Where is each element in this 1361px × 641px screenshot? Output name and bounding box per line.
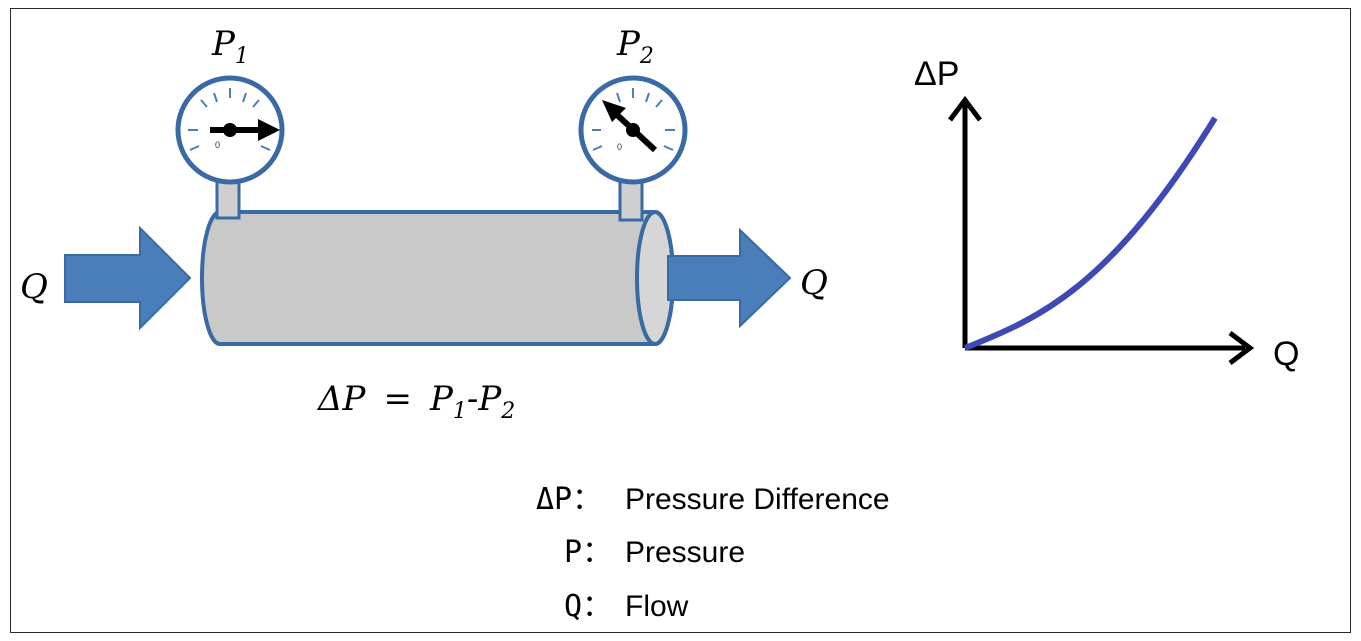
figure-frame	[10, 8, 1351, 633]
inlet-flow-label: Q	[20, 267, 48, 307]
pressure-difference-formula: ΔP=P1-P2	[316, 379, 515, 424]
gauge-p2-label: P2	[616, 24, 654, 69]
pressure-gauge-p2: 0	[578, 75, 688, 222]
pipe	[200, 210, 675, 346]
gauge-p1-label: P1	[211, 24, 249, 69]
pressure-gauge-p1: 0	[175, 75, 285, 220]
legend: ΔP： Pressure Difference P： Pressure Q： F…	[536, 482, 890, 624]
x-axis-label: Q	[1273, 335, 1299, 373]
svg-text:0: 0	[215, 140, 220, 150]
legend-text-flow: Flow	[625, 590, 689, 623]
pressure-flow-graph: ΔP Q	[914, 55, 1299, 373]
pressure-flow-curve	[963, 116, 1218, 351]
legend-symbol-delta-p: ΔP：	[536, 482, 602, 517]
legend-symbol-q: Q：	[564, 589, 612, 624]
y-axis-label: ΔP	[914, 55, 959, 93]
legend-text-pressure-difference: Pressure Difference	[625, 483, 890, 516]
svg-text:0: 0	[617, 142, 622, 152]
outlet-flow-label: Q	[800, 263, 828, 303]
outlet-flow-arrow	[667, 227, 792, 329]
legend-symbol-p: P：	[564, 535, 612, 570]
inlet-flow-arrow	[64, 225, 192, 331]
legend-text-pressure: Pressure	[625, 536, 745, 569]
